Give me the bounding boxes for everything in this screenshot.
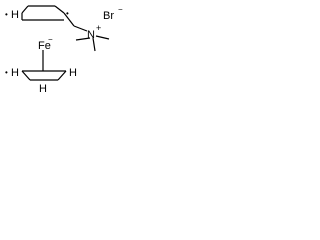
nitrogen-atom-label: N [87,29,95,41]
iron-charge-label: − [48,35,53,44]
lower-ring-left-radical-dot: • [5,68,8,77]
nitrogen-charge-label: + [96,23,101,33]
upper-ring-carbon-radical: • [66,9,69,18]
iron-atom-label: Fe [38,40,51,52]
lower-ring-right-hydrogen: H [69,67,77,79]
lower-ring-left-bond [21,70,31,81]
methylene-to-nitrogen-bond [73,25,88,32]
upper-ring-left-hydrogen: H [11,9,19,21]
ring-to-methylene-bond [63,12,75,27]
bromide-charge-label: − [118,5,123,14]
nitrogen-methyl-left-bond [75,37,91,41]
ferrocenylmethyl-trimethylammonium-bromide-structure: • H • Fe − N + Br − • H H H [5,5,123,95]
upper-cyclopentadienyl-ring [21,5,65,21]
nitrogen-methyl-down-bond [92,37,96,52]
substituent-bonds [63,12,110,52]
upper-ring-left-top-bond [21,5,29,14]
lower-ring-left-hydrogen: H [11,67,19,79]
upper-ring-left-radical-dot: • [5,10,8,19]
lower-ring-bottom-hydrogen: H [39,83,47,95]
nitrogen-methyl-right-bond [95,35,110,40]
lower-ring-right-bond [57,70,67,81]
lower-cyclopentadienyl-ring [21,70,67,81]
upper-ring-right-top-bond [54,5,65,14]
bromide-atom-label: Br [103,10,114,22]
